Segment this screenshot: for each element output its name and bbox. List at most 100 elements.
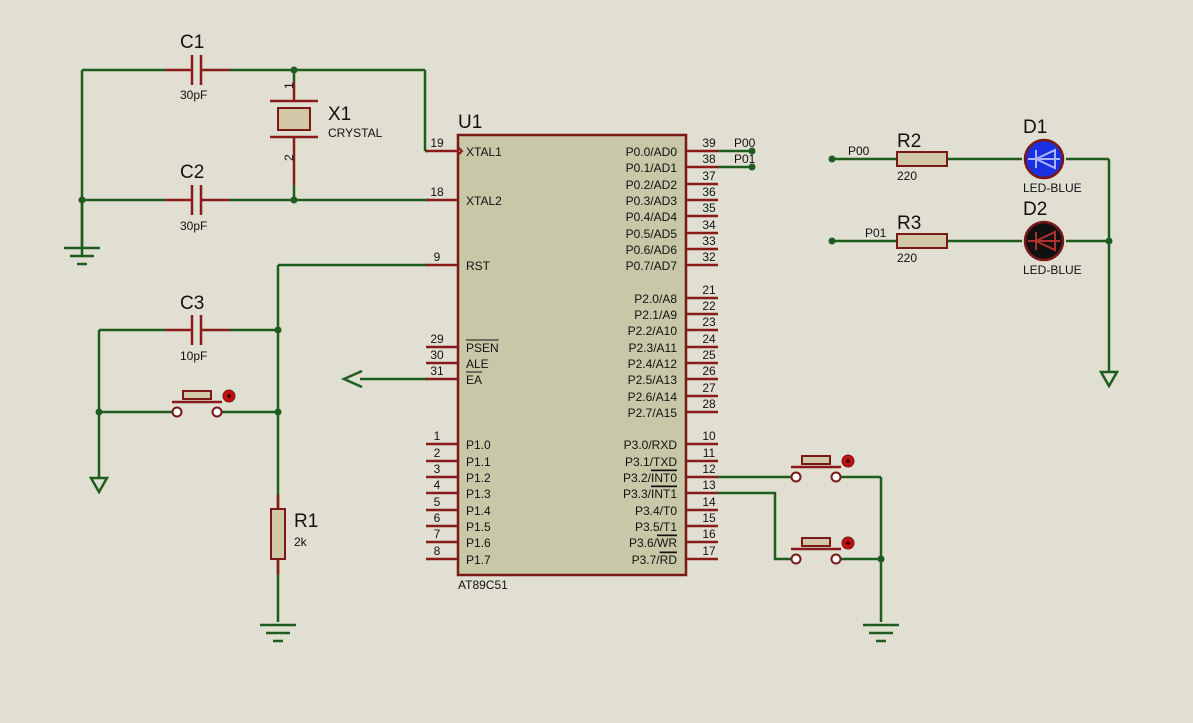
mcu-pin-label: P1.2 — [466, 471, 491, 485]
mcu-pin-label: P3.5/T1 — [635, 520, 677, 534]
oscillator-wires — [78, 66, 428, 255]
ground-arrow-symbol — [88, 476, 110, 495]
mcu-pin-number: 11 — [703, 446, 716, 460]
mcu-pin-label: P0.0/AD0 — [626, 145, 678, 159]
ground-symbol — [863, 623, 899, 643]
c3-ref: C3 — [180, 293, 204, 314]
mcu-pin-label: P0.3/AD3 — [626, 194, 678, 208]
d1-ref: D1 — [1023, 117, 1047, 138]
p0-pin-labels: P00 P01 — [718, 136, 756, 171]
mcu-pin-label-prefix: P3.3/ — [623, 487, 652, 501]
mcu-pin-number: 22 — [702, 299, 716, 313]
capacitor-c2[interactable]: C2 30pF — [165, 162, 230, 233]
mcu-part: AT89C51 — [458, 578, 508, 592]
mcu-pin-number: 3 — [434, 462, 441, 476]
mcu-pin-label: PSEN — [466, 341, 499, 355]
mcu-pin-label: RST — [466, 259, 491, 273]
mcu-pin-label: P2.6/A14 — [628, 390, 678, 404]
resistor-r3[interactable]: R3 220 — [896, 213, 948, 265]
mcu-pin-label: P1.4 — [466, 504, 491, 518]
mcu-pin-label-active-low: INT0 — [651, 471, 677, 485]
mcu-pin-number: 35 — [702, 201, 716, 215]
led-d2[interactable]: D2 LED-BLUE — [1023, 199, 1082, 277]
mcu-pin-label: P0.7/AD7 — [626, 259, 678, 273]
mcu-pin-number: 23 — [702, 315, 716, 329]
mcu-pin-number: 9 — [434, 250, 441, 264]
mcu-pin-label: P0.5/AD5 — [626, 227, 678, 241]
r3-ref: R3 — [897, 213, 921, 234]
mcu-pin-number: 28 — [702, 397, 716, 411]
mcu-pin-label: P3.7/RD — [632, 553, 678, 567]
mcu-pin-number: 2 — [434, 446, 441, 460]
r1-ref: R1 — [294, 511, 318, 532]
mcu-pin-number: 1 — [434, 429, 441, 443]
mcu-pin-label-active-low: INT1 — [651, 487, 677, 501]
mcu-pin-label: P3.2/INT0 — [623, 471, 677, 485]
mcu-pin-number: 19 — [430, 136, 444, 150]
mcu-pin-label: P2.2/A10 — [628, 324, 678, 338]
mcu-pin-label-prefix: P3.6/ — [629, 536, 658, 550]
mcu-pin-label: P1.1 — [466, 455, 491, 469]
mcu-pin-number: 12 — [702, 462, 716, 476]
mcu-pin-label: P2.5/A13 — [628, 373, 678, 387]
mcu-pin-number: 29 — [430, 332, 444, 346]
mcu-pin-number: 27 — [702, 381, 716, 395]
mcu-pin-number: 33 — [702, 234, 716, 248]
mcu-u1[interactable]: U1 AT89C51 19XTAL118XTAL29RST29PSEN30ALE… — [426, 112, 718, 592]
mcu-pin-number: 16 — [702, 527, 716, 541]
x1-ref: X1 — [328, 104, 351, 125]
mcu-pin-number: 18 — [430, 185, 444, 199]
led-net-label-p00: P00 — [848, 144, 870, 158]
led-wires: P00 P01 — [828, 144, 1113, 372]
reset-pushbutton[interactable] — [171, 389, 236, 418]
int-switch-wires — [718, 475, 885, 622]
mcu-pin-label: P0.1/AD1 — [626, 161, 678, 175]
mcu-pin-number: 34 — [702, 218, 716, 232]
mcu-pin-label: P3.3/INT1 — [623, 487, 677, 501]
ground-symbol — [260, 623, 296, 643]
d2-value: LED-BLUE — [1023, 263, 1082, 277]
r1-value: 2k — [294, 535, 308, 549]
mcu-pin-number: 30 — [430, 348, 444, 362]
mcu-pin-label-active-low: RD — [660, 553, 678, 567]
capacitor-c3[interactable]: C3 10pF — [165, 293, 230, 363]
mcu-pin-number: 4 — [434, 478, 441, 492]
c3-value: 10pF — [180, 349, 207, 363]
int1-pushbutton[interactable] — [790, 536, 855, 565]
led-net-label-p01: P01 — [865, 226, 887, 240]
x1-value: CRYSTAL — [328, 126, 383, 140]
mcu-pin-label: P0.2/AD2 — [626, 178, 678, 192]
c1-ref: C1 — [180, 32, 204, 53]
x1-pin2: 2 — [282, 154, 296, 161]
resistor-r1[interactable]: R1 2k — [270, 495, 318, 575]
mcu-pin-label: ALE — [466, 357, 489, 371]
mcu-pin-label: P0.6/AD6 — [626, 243, 678, 257]
mcu-pin-number: 25 — [702, 348, 716, 362]
mcu-pin-label-prefix: P3.7/ — [632, 553, 661, 567]
int0-pushbutton[interactable] — [790, 454, 855, 483]
ground-arrow-symbol — [1098, 370, 1120, 389]
net-label-p00: P00 — [734, 136, 756, 150]
mcu-left-pins: 19XTAL118XTAL29RST29PSEN30ALE31EA1P1.02P… — [426, 136, 502, 567]
resistor-r2[interactable]: R2 220 — [896, 131, 948, 183]
mcu-pin-number: 24 — [702, 332, 716, 346]
led-d1[interactable]: D1 LED-BLUE — [1023, 117, 1082, 195]
mcu-pin-label: P1.7 — [466, 553, 491, 567]
r2-ref: R2 — [897, 131, 921, 152]
mcu-pin-number: 32 — [702, 250, 716, 264]
mcu-pin-number: 36 — [702, 185, 716, 199]
mcu-pin-label: P1.6 — [466, 536, 491, 550]
crystal-x1[interactable]: 1 2 X1 CRYSTAL — [270, 82, 383, 185]
mcu-pin-label: EA — [466, 373, 482, 387]
capacitor-c1[interactable]: C1 30pF — [165, 32, 230, 102]
mcu-pin-number: 13 — [702, 478, 716, 492]
mcu-pin-label: XTAL1 — [466, 145, 502, 159]
mcu-pin-label: P2.1/A9 — [634, 308, 677, 322]
mcu-pin-label: P2.0/A8 — [634, 292, 677, 306]
d2-ref: D2 — [1023, 199, 1047, 220]
mcu-pin-number: 6 — [434, 511, 441, 525]
mcu-pin-number: 15 — [702, 511, 716, 525]
mcu-pin-number: 21 — [702, 283, 716, 297]
mcu-pin-number: 31 — [430, 364, 444, 378]
